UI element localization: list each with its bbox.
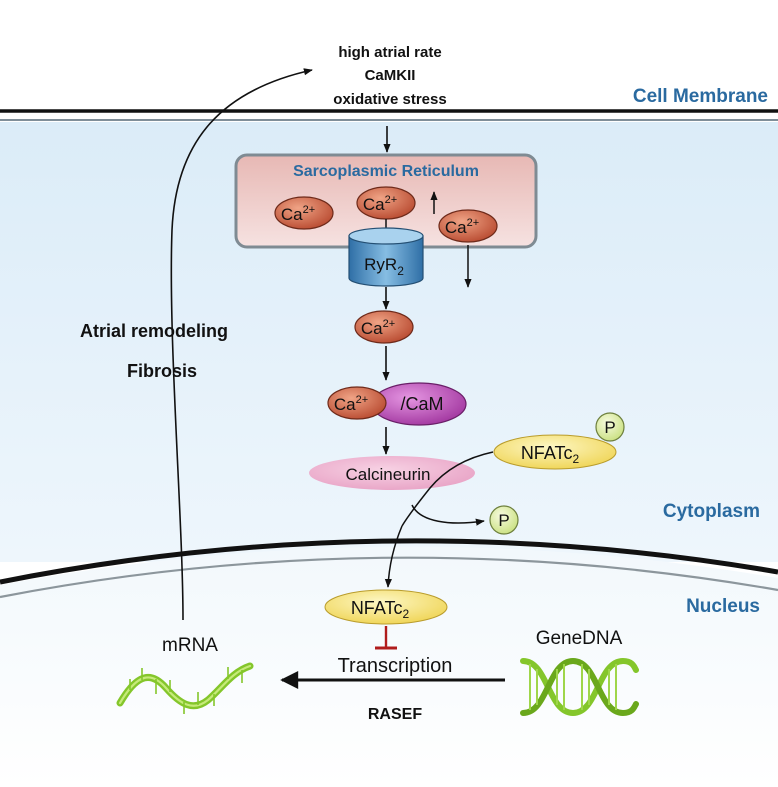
svg-text:Ca2+: Ca2+ [334, 394, 368, 414]
calcium-calmodulin-complex: Ca2+ /CaM [327, 382, 467, 426]
sr-title: Sarcoplasmic Reticulum [293, 163, 479, 180]
nucleus-region [0, 546, 778, 787]
calcium-ion-cytosol: Ca2+ [354, 310, 414, 344]
cell-membrane-label: Cell Membrane [633, 86, 768, 107]
stimulus-oxidative-stress: oxidative stress [333, 91, 446, 108]
dna-double-helix-icon [520, 657, 639, 717]
gene-dna-label: GeneDNA [536, 628, 623, 649]
svg-text:NFATc2: NFATc2 [351, 598, 410, 621]
svg-text:Ca2+: Ca2+ [361, 318, 395, 338]
inhibition-symbol [375, 626, 397, 650]
calcium-ion-sr-right: Ca2+ [438, 209, 498, 243]
nfatc2-phosphorylated: NFATc2 [493, 434, 617, 470]
mrna-label: mRNA [162, 635, 218, 656]
nuclear-envelope-inner [0, 556, 778, 599]
effect-fibrosis: Fibrosis [127, 361, 197, 381]
stimulus-high-atrial-rate: high atrial rate [338, 44, 441, 61]
nfat-dephosphorylation-line [401, 451, 494, 527]
rasef-label: RASEF [368, 706, 422, 723]
calcium-ion-sr-left: Ca2+ [274, 196, 334, 230]
phosphate-release-arrow [411, 504, 485, 526]
transcription-label: Transcription [338, 655, 453, 677]
nucleus-label: Nucleus [686, 596, 760, 617]
svg-text:P: P [604, 418, 615, 437]
cytoplasm-label: Cytoplasm [663, 501, 760, 522]
feedback-arrow [170, 68, 313, 621]
svg-text:Ca2+: Ca2+ [363, 194, 397, 214]
arrow-nfat-to-nucleus [384, 525, 403, 588]
svg-text:NFATc2: NFATc2 [521, 443, 580, 466]
effect-atrial-remodeling: Atrial remodeling [80, 321, 228, 341]
calcium-ion-sr-center: Ca2+ [356, 186, 416, 220]
ryr2-channel: RyR2 [348, 227, 424, 287]
svg-text:RyR2: RyR2 [364, 255, 404, 278]
phosphate-on-nfat: P [595, 412, 625, 442]
nuclear-envelope-outer [0, 538, 778, 585]
calcineurin: Calcineurin [309, 456, 475, 490]
svg-text:/CaM: /CaM [400, 394, 443, 414]
svg-text:Ca2+: Ca2+ [445, 217, 479, 237]
svg-text:Ca2+: Ca2+ [281, 204, 315, 224]
stimulus-camkii: CaMKII [365, 67, 416, 84]
free-phosphate: P [489, 505, 519, 535]
svg-text:P: P [498, 511, 509, 530]
nfatc2-nuclear: NFATc2 [324, 589, 448, 625]
svg-text:Calcineurin: Calcineurin [345, 465, 430, 484]
mrna-strand-icon [116, 662, 254, 714]
